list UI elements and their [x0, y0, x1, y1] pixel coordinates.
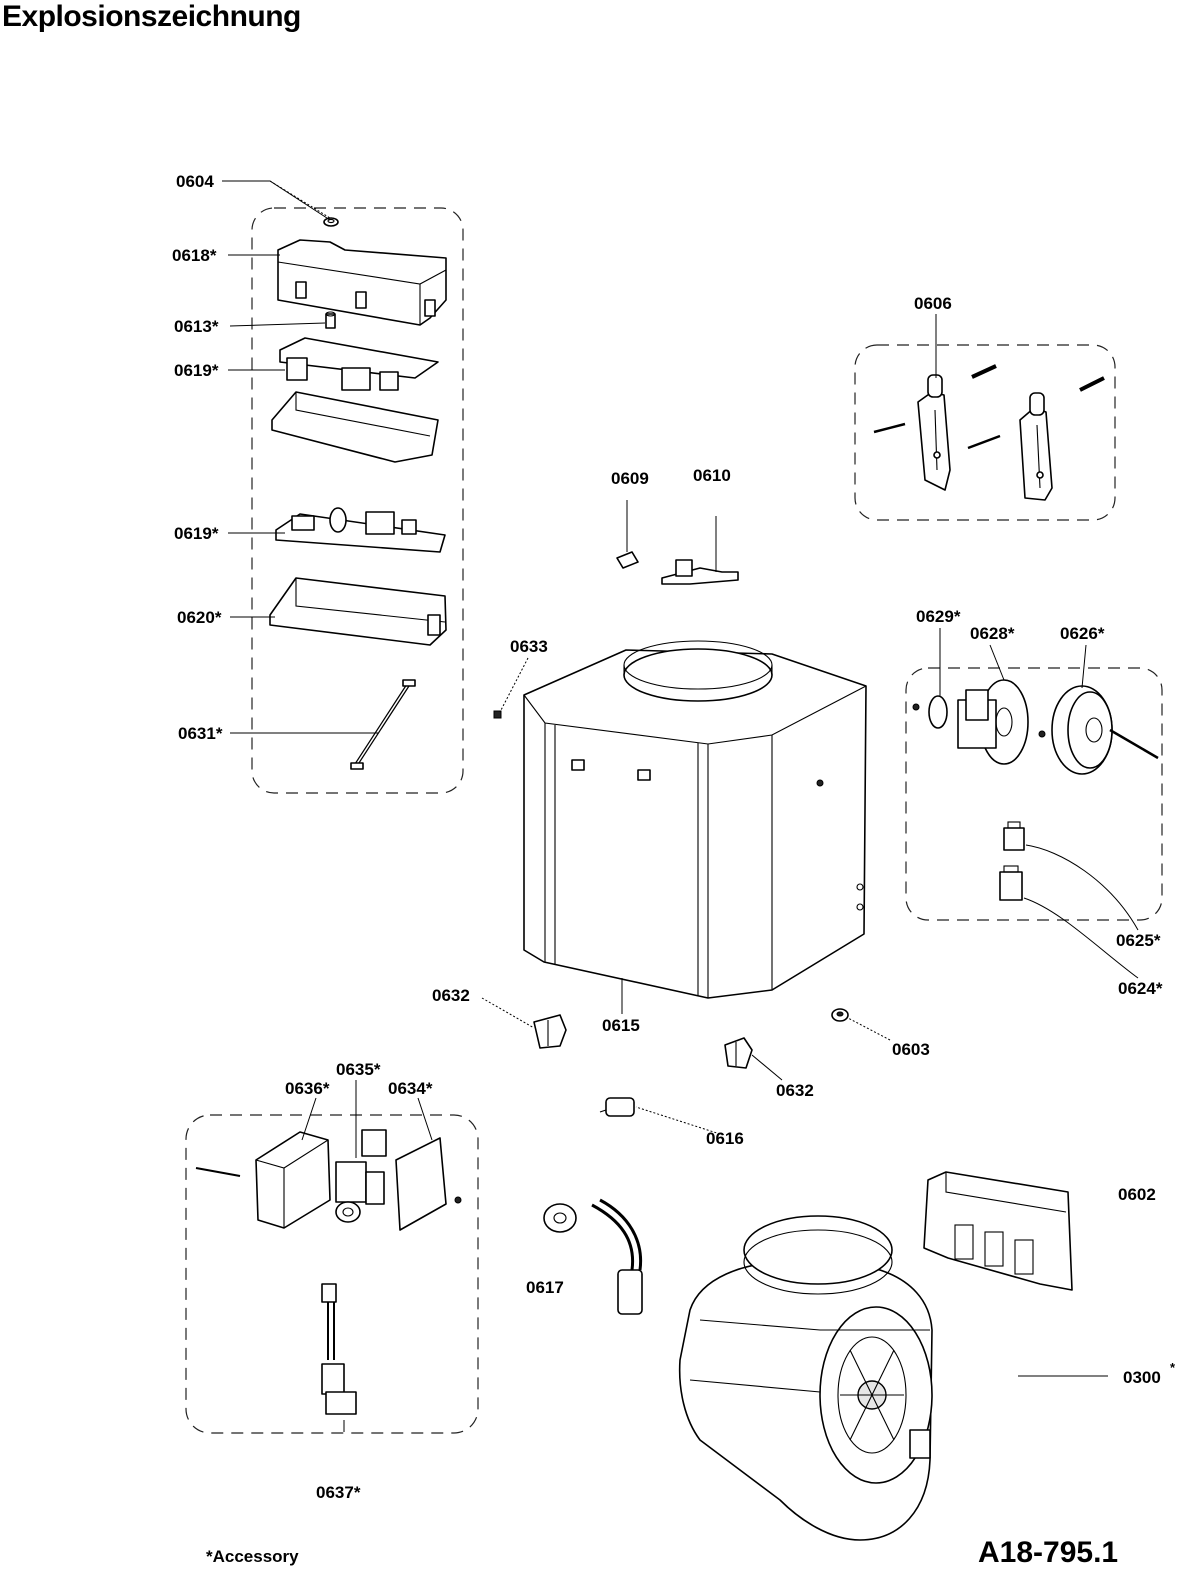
- label-0625: 0625*: [1116, 931, 1161, 950]
- part-0629-disc: [912, 695, 948, 729]
- label-0602: 0602: [1118, 1185, 1156, 1204]
- group-outline-mounting-brackets: [854, 344, 1116, 521]
- part-0616-sensor: [599, 1097, 635, 1117]
- part-0633-screw: [493, 710, 502, 719]
- part-0610-mounting-plate: [661, 559, 739, 585]
- part-0604-nut: [323, 217, 339, 227]
- label-0634: 0634*: [388, 1079, 433, 1098]
- label-0619-lower: 0619*: [174, 524, 219, 543]
- label-0603: 0603: [892, 1040, 930, 1059]
- group-outline-control-electronics: [251, 207, 464, 794]
- label-0615: 0615: [602, 1016, 640, 1035]
- part-0620-lower-housing: [269, 577, 447, 646]
- part-0634-cover-plate: [395, 1137, 462, 1231]
- part-0619-circuit-board-lower: [275, 507, 446, 553]
- label-0633: 0633: [510, 637, 548, 656]
- part-0617-capacitor-assembly: [543, 1198, 643, 1315]
- label-0632-left: 0632: [432, 986, 470, 1005]
- label-0636: 0636*: [285, 1079, 330, 1098]
- label-0613: 0613*: [174, 317, 219, 336]
- label-0300-asterisk: *: [1170, 1360, 1176, 1375]
- part-0613-spacer: [325, 311, 336, 329]
- label-0606: 0606: [914, 294, 952, 313]
- part-0300-blower-unit: [678, 1215, 933, 1541]
- part-0618-housing-cover: [277, 239, 447, 326]
- part-0636-box: [195, 1131, 331, 1229]
- label-0620: 0620*: [177, 608, 222, 627]
- label-0628: 0628*: [970, 624, 1015, 643]
- label-0616: 0616: [706, 1129, 744, 1148]
- label-0300: 0300: [1123, 1368, 1161, 1387]
- part-0628-motor: [957, 679, 1029, 765]
- label-0617: 0617: [526, 1278, 564, 1297]
- part-0609-clip: [616, 551, 639, 569]
- label-0618: 0618*: [172, 246, 217, 265]
- label-0635: 0635*: [336, 1060, 381, 1079]
- label-0619-upper: 0619*: [174, 361, 219, 380]
- part-0615-main-housing: [523, 640, 867, 999]
- part-0626-rotor: [1038, 685, 1159, 775]
- part-0632-bracket-left: [533, 1014, 567, 1049]
- part-0632-bracket-right: [724, 1037, 753, 1069]
- group-outline-accessory-kit-0637: [185, 1114, 479, 1434]
- part-0624-connector: [999, 865, 1023, 901]
- part-0602-mounting-bracket: [923, 1171, 1073, 1291]
- part-0619-circuit-board-upper: [271, 337, 439, 463]
- footnote-accessory: *Accessory: [206, 1547, 299, 1566]
- label-0629: 0629*: [916, 607, 961, 626]
- label-0609: 0609: [611, 469, 649, 488]
- part-0603-grommet: [831, 1008, 849, 1022]
- label-0626: 0626*: [1060, 624, 1105, 643]
- label-0624: 0624*: [1118, 979, 1163, 998]
- part-0637-cable-harness: [321, 1283, 357, 1415]
- label-0632-right: 0632: [776, 1081, 814, 1100]
- label-0604: 0604: [176, 172, 214, 191]
- group-outline-motor-accessory: [905, 667, 1163, 921]
- part-0625-connector: [1003, 821, 1025, 851]
- drawing-number: A18-795.1: [978, 1536, 1118, 1569]
- part-0635-valve: [335, 1129, 387, 1223]
- page-title: Explosionszeichnung: [2, 0, 301, 33]
- part-0606-mounting-brackets: [873, 364, 1105, 501]
- label-0631: 0631*: [178, 724, 223, 743]
- label-0637: 0637*: [316, 1483, 361, 1502]
- part-0631-ribbon-cable: [350, 679, 416, 770]
- label-0610: 0610: [693, 466, 731, 485]
